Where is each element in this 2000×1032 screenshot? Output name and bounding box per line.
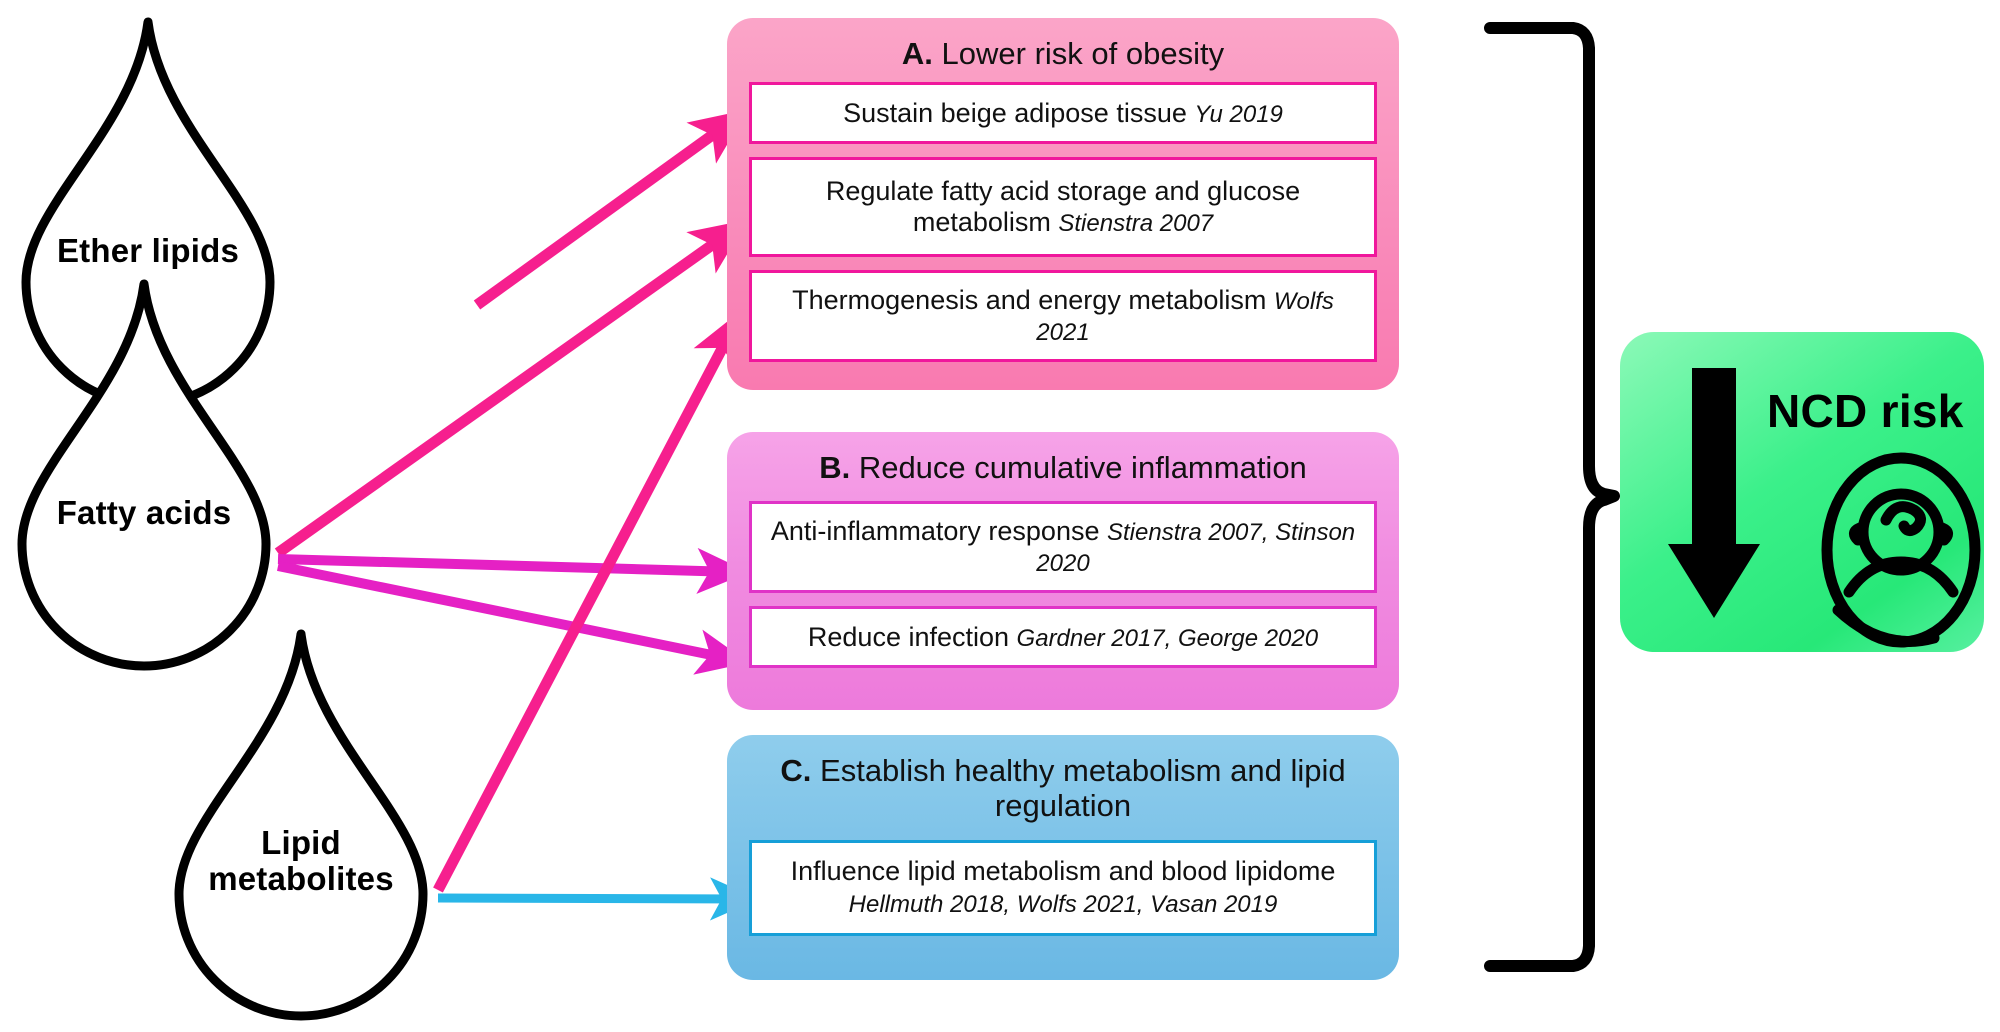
right-curly-brace-icon (1484, 22, 1620, 972)
panel-a-item-2-refs: Stienstra 2007 (1058, 210, 1214, 238)
lipid-label-text: Lipid metabolites (208, 823, 394, 897)
panel-c-item-1[interactable]: Influence lipid metabolism and blood lip… (749, 839, 1377, 936)
panel-a-item-3-refs: Wolfs 2021 (1036, 287, 1334, 347)
panel-a-item-1-text: Sustain beige adipose tissue (843, 97, 1195, 128)
panel-a-item-1-refs: Yu 2019 (1194, 100, 1283, 128)
outcome-ncd-risk[interactable]: NCD risk (1620, 332, 1984, 652)
panel-a-item-2-text: Regulate fatty acid storage and glucose … (825, 175, 1301, 238)
source-label-fatty-acids: Fatty acids (56, 493, 232, 531)
panel-b-letter: B. (819, 450, 851, 485)
panel-b-item-1-text: Anti-inflammatory response (770, 515, 1107, 546)
panel-c-item-1-text: Influence lipid metabolism and blood lip… (790, 856, 1336, 887)
source-label-lipid-metabolites: Lipid metabolites (165, 823, 437, 898)
panel-b-title: B. Reduce cumulative inflammation (749, 450, 1377, 485)
panel-c-title-text: Establish healthy metabolism and lipid r… (820, 753, 1346, 824)
panel-lower-risk-of-obesity[interactable]: A. Lower risk of obesity Sustain beige a… (727, 18, 1399, 390)
panel-a-item-1[interactable]: Sustain beige adipose tissue Yu 2019 (749, 82, 1377, 145)
panel-a-title-text: Lower risk of obesity (941, 36, 1225, 71)
panel-a-item-3[interactable]: Thermogenesis and energy metabolism Wolf… (749, 270, 1377, 363)
panel-c-title: C. Establish healthy metabolism and lipi… (749, 753, 1377, 824)
down-arrow-icon (1668, 368, 1760, 618)
panel-b-item-2-refs: Gardner 2017, George 2020 (1016, 624, 1319, 652)
connector-fatty-to-a2 (274, 219, 748, 558)
connector-lipid-to-a3 (433, 309, 743, 893)
panel-a-letter: A. (901, 36, 933, 71)
panel-a-item-3-text: Thermogenesis and energy metabolism (792, 284, 1274, 315)
panel-establish-healthy-metabolism[interactable]: C. Establish healthy metabolism and lipi… (727, 735, 1399, 980)
panel-a-title: A. Lower risk of obesity (749, 36, 1377, 71)
panel-c-letter: C. (780, 753, 812, 788)
source-node-fatty-acids[interactable]: Fatty acids (8, 272, 280, 682)
panel-a-item-2[interactable]: Regulate fatty acid storage and glucose … (749, 157, 1377, 258)
connector-fatty-to-b1 (277, 547, 749, 594)
panel-b-item-1-refs: Stienstra 2007, Stinson 2020 (1036, 518, 1356, 578)
droplet-icon (174, 629, 428, 1021)
source-node-lipid-metabolites[interactable]: Lipid metabolites (165, 622, 437, 1032)
source-label-ether-lipids: Ether lipids (56, 231, 240, 269)
panel-b-item-2-text: Reduce infection (807, 621, 1017, 652)
droplet-icon (17, 279, 271, 671)
panel-b-item-1[interactable]: Anti-inflammatory response Stienstra 200… (749, 501, 1377, 594)
panel-reduce-cumulative-inflammation[interactable]: B. Reduce cumulative inflammation Anti-i… (727, 432, 1399, 710)
panel-b-title-text: Reduce cumulative inflammation (858, 450, 1307, 485)
outcome-label: NCD risk (1767, 385, 1964, 437)
panel-b-item-2[interactable]: Reduce infection Gardner 2017, George 20… (749, 606, 1377, 669)
panel-c-item-1-refs: Hellmuth 2018, Wolfs 2021, Vasan 2019 (848, 890, 1278, 918)
connector-lipid-to-c1 (437, 877, 759, 921)
swaddled-baby-icon (1821, 452, 1981, 648)
connector-ether-to-a1 (473, 109, 748, 310)
